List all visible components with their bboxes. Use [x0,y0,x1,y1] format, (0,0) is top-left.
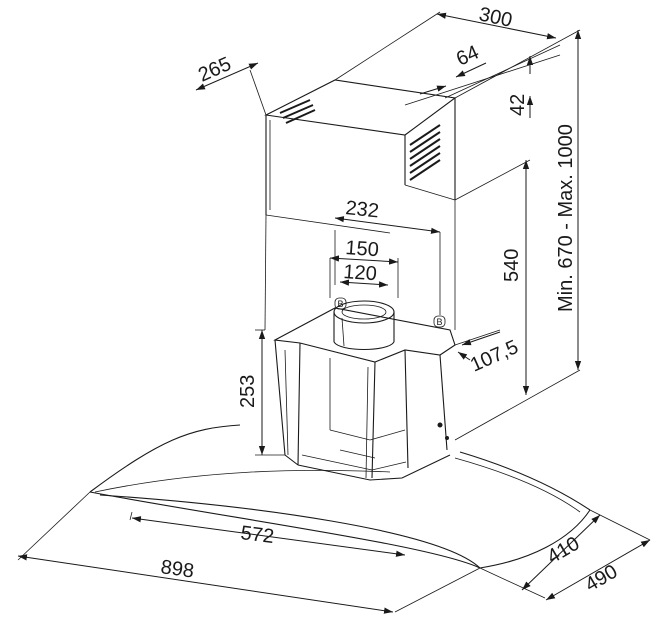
dim-chimney-depth: 265 [195,53,234,87]
dim-chimney-lower: 540 [501,249,523,282]
dim-chimney-width: 300 [477,3,514,31]
dim-outlet-inner: 120 [343,261,378,285]
dim-glass-inner-width: 572 [239,522,275,548]
dim-body-height: 253 [237,375,259,408]
dim-outlet-spacing: 232 [344,197,379,222]
hood-body [273,307,456,481]
dim-height-range: Min. 670 - Max. 1000 [555,124,577,312]
bracket-marker-left: B [334,297,347,310]
dim-chimney-offset: 64 [453,41,482,70]
chimney-vents [279,99,441,181]
outlet-collar [333,300,395,350]
control-knob-icon [437,422,443,428]
dimension-labels: 300 265 64 42 Min. 670 - Max. 1000 540 2… [159,3,621,596]
dim-top-height: 42 [507,94,529,116]
dim-glass-depth: 490 [582,561,622,597]
bracket-marker-right: B [433,315,446,328]
svg-text:B: B [337,299,343,309]
svg-text:B: B [436,317,442,327]
dim-outlet-outer: 150 [345,237,380,261]
dim-glass-width: 898 [159,556,195,582]
dimension-lines [17,12,651,614]
dim-outlet-rear: 107,5 [467,336,522,376]
